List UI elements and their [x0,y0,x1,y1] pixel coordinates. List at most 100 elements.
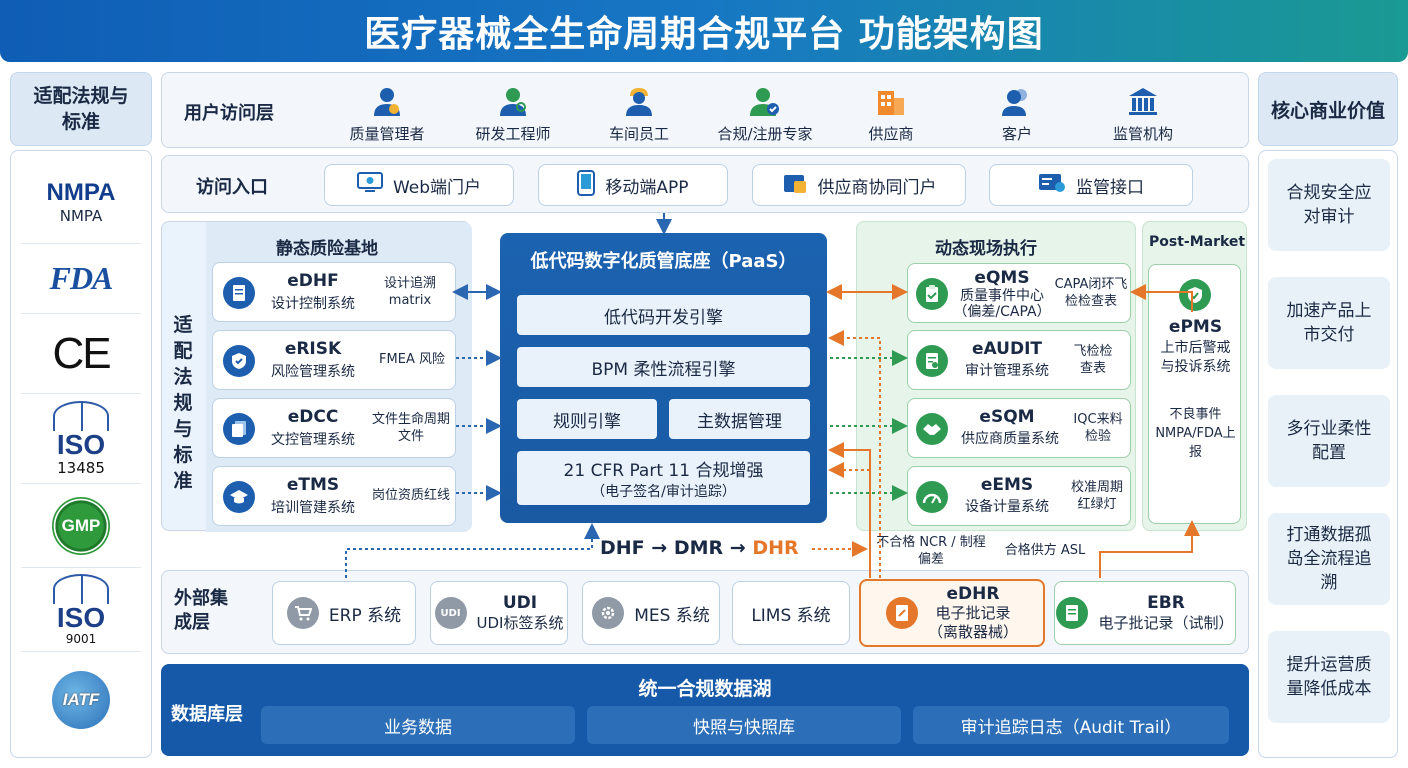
system-note: FMEA 风险 [379,352,445,367]
dynamic-title: 动态现场执行 [935,239,1037,259]
db-snapshot[interactable]: 快照与快照库 [587,706,901,744]
document-icon [223,277,255,309]
system-eaudit[interactable]: eAUDIT 审计管理系统 飞检检查表 [907,330,1131,390]
role-label: 供应商 [868,125,914,143]
role-shop-worker: 车间员工 [574,83,704,144]
clipboard-icon [916,278,948,310]
globe-icon [53,573,109,604]
role-label: 合规/注册专家 [717,125,813,143]
iso-9001-logo-caption: 9001 [65,631,97,646]
handshake-icon [916,413,948,445]
paas-title: 低代码数字化质管底座（PaaS） [530,251,797,272]
system-note: IQC来料检验 [1073,412,1123,444]
flow-arrow: → [729,537,746,559]
gmp-logo: GMP [21,483,141,567]
system-esqm[interactable]: eSQM 供应商质量系统 IQC来料检验 [907,398,1131,458]
value-title: 核心商业价值 [1258,72,1398,146]
value-item: 多行业柔性配置 [1268,395,1390,487]
system-note: 岗位资质红线 [371,488,450,503]
standards-list: NMPA NMPA FDA CE ISO 13485 GMP ISO 9001 … [10,150,152,758]
lowcode-engine[interactable]: 低代码开发引擎 [517,295,810,335]
system-ebr[interactable]: EBR 电子批记录（试制） [1054,581,1236,645]
system-name: 供应商质量系统 [961,431,1059,447]
system-eqms[interactable]: eQMS 质量事件中心 （偏差/CAPA） CAPA闭环飞检检查表 [907,263,1131,323]
system-eems[interactable]: eEMS 设备计量系统 校准周期红绿灯 [907,466,1131,526]
system-note: 校准周期红绿灯 [1070,480,1123,512]
alert-shield-icon [1179,279,1211,311]
db-business-data[interactable]: 业务数据 [261,706,575,744]
value-item: 合规安全应对审计 [1268,159,1390,251]
integration-erp[interactable]: ERP 系统 [272,581,416,645]
system-code: eAUDIT [971,339,1042,359]
iso-13485-logo-caption: 13485 [57,458,105,477]
iso-13485-logo-text: ISO [56,428,106,460]
fda-logo-text: FDA [49,260,114,296]
master-data-management[interactable]: 主数据管理 [669,399,810,439]
system-edhf[interactable]: eDHF 设计控制系统 设计追溯 matrix [212,262,456,322]
flow-dmr: DMR [673,537,724,559]
flow-dhr: DHR [752,537,799,559]
system-epms[interactable]: ePMS 上市后警戒与投诉系统 不良事件NMPA/FDA上报 [1148,264,1241,524]
nmpa-logo-caption: NMPA [59,207,103,225]
system-name: 设备计量系统 [965,499,1049,515]
database-layer: 数据库层 统一合规数据湖 业务数据 快照与快照库 审计追踪日志（Audit Tr… [161,664,1249,756]
role-regulator: 监管机构 [1078,83,1208,144]
gauge-icon [916,481,948,513]
ce-logo-text: CE [52,328,111,378]
engineer-icon [495,83,531,119]
system-edcc[interactable]: eDCC 文控管理系统 文件生命周期文件 [212,398,456,458]
system-name: 风险管理系统 [271,364,355,380]
entry-label: 供应商协同门户 [817,177,937,198]
post-market-title: Post-Market [1149,234,1246,250]
cfr-part11-compliance[interactable]: 21 CFR Part 11 合规增强 （电子签名/审计追踪） [517,451,810,505]
audit-report-icon [916,345,948,377]
building-icon [873,83,909,119]
system-code: eEMS [980,475,1034,495]
dhf-dmr-dhr-flow: DHF → DMR → DHR [600,537,799,559]
db-audit-trail[interactable]: 审计追踪日志（Audit Trail） [913,706,1229,744]
integration-code: eDHR [946,583,1000,604]
files-icon [223,413,255,445]
asl-annotation: 合格供方 ASL [1004,543,1086,558]
entry-regulatory-api[interactable]: 监管接口 [989,164,1193,206]
graduation-cap-icon [223,481,255,513]
compliance-expert-icon [747,83,783,119]
static-quality-panel: 适配法规与标准 静态质险基地 eDHF 设计控制系统 设计追溯 matrix e… [161,221,472,532]
post-market-panel: Post-Market ePMS 上市后警戒与投诉系统 不良事件NMPA/FDA… [1142,221,1247,531]
system-code: eSQM [979,407,1035,427]
entry-supplier-portal[interactable]: 供应商协同门户 [752,164,966,206]
shield-icon [223,345,255,377]
smartphone-icon [577,169,596,201]
hardhat-worker-icon [621,83,657,119]
system-note: CAPA闭环飞检检查表 [1054,277,1128,309]
integration-lims[interactable]: LIMS 系统 [732,581,850,645]
entry-label: Web端门户 [392,177,482,198]
cfr-label: 21 CFR Part 11 合规增强 [563,460,764,481]
flow-arrow: → [651,537,668,559]
standards-vertical-label: 适配法规与标准 [173,314,193,492]
udi-label-icon: UDI [434,597,467,629]
bpm-engine[interactable]: BPM 柔性流程引擎 [517,347,810,387]
integration-label: 电子批记录（试制） [1098,614,1234,632]
entry-mobile-app[interactable]: 移动端APP [538,164,728,206]
system-erisk[interactable]: eRISK 风险管理系统 FMEA 风险 [212,330,456,390]
iatf-logo-text: IATF [52,670,110,729]
integration-label: UDI标签系统 [476,614,564,632]
entry-web-portal[interactable]: Web端门户 [324,164,514,206]
rules-engine[interactable]: 规则引擎 [517,399,657,439]
integration-code: UDI [502,593,538,613]
entry-label: 监管接口 [1076,177,1144,198]
iso-13485-logo: ISO 13485 [21,393,141,483]
system-edhr[interactable]: eDHR 电子批记录 （离散器械） [859,579,1045,647]
globe-icon [53,400,109,431]
system-code: eQMS [974,268,1030,288]
system-etms[interactable]: eTMS 培训管建系统 岗位资质红线 [212,466,456,526]
page-title: 医疗器械全生命周期合规平台 功能架构图 [364,14,1044,55]
value-item: 加速产品上市交付 [1268,277,1390,369]
person-icon [369,83,405,119]
external-layer-label: 外部集成层 [174,588,228,633]
role-customer: 客户 [952,83,1082,144]
integration-mes[interactable]: MES 系统 [582,581,720,645]
integration-udi[interactable]: UDI UDI UDI标签系统 [430,581,568,645]
monitor-icon [356,171,383,199]
